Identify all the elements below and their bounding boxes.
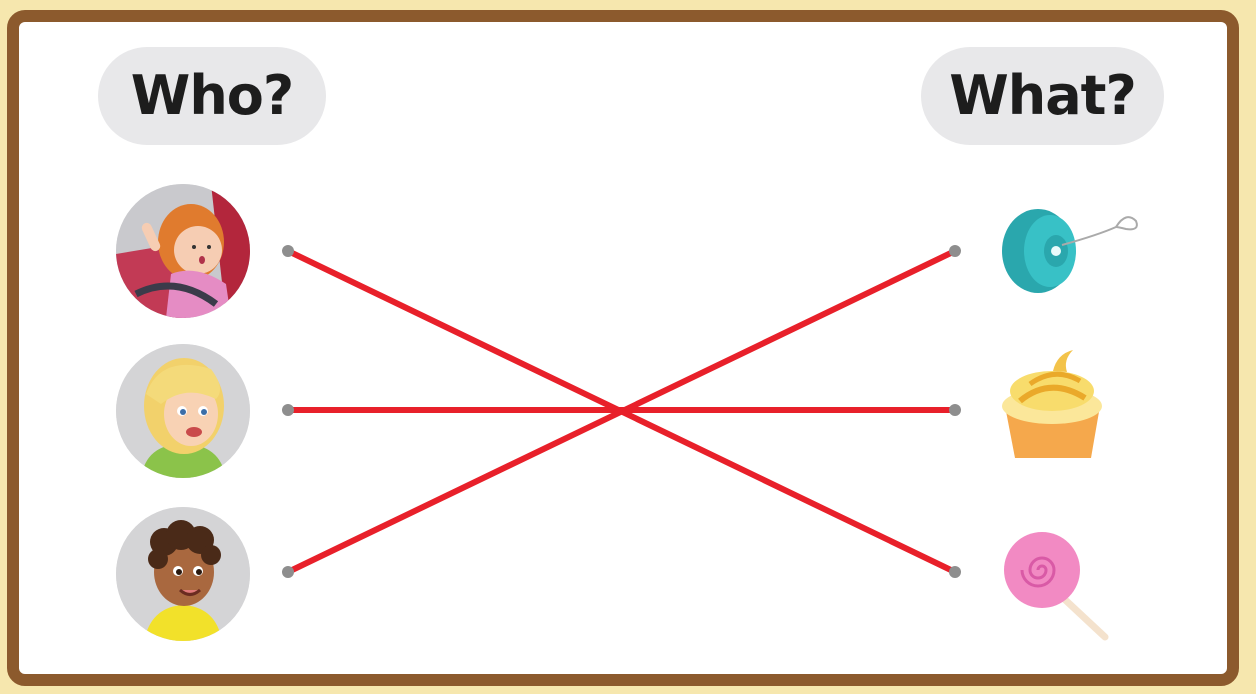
- left-connector-dot-2[interactable]: [282, 404, 294, 416]
- right-connector-dot-3[interactable]: [949, 566, 961, 578]
- right-connector-dot-2[interactable]: [949, 404, 961, 416]
- right-connector-dot-1[interactable]: [949, 245, 961, 257]
- left-connector-dot-1[interactable]: [282, 245, 294, 257]
- left-connector-dot-3[interactable]: [282, 566, 294, 578]
